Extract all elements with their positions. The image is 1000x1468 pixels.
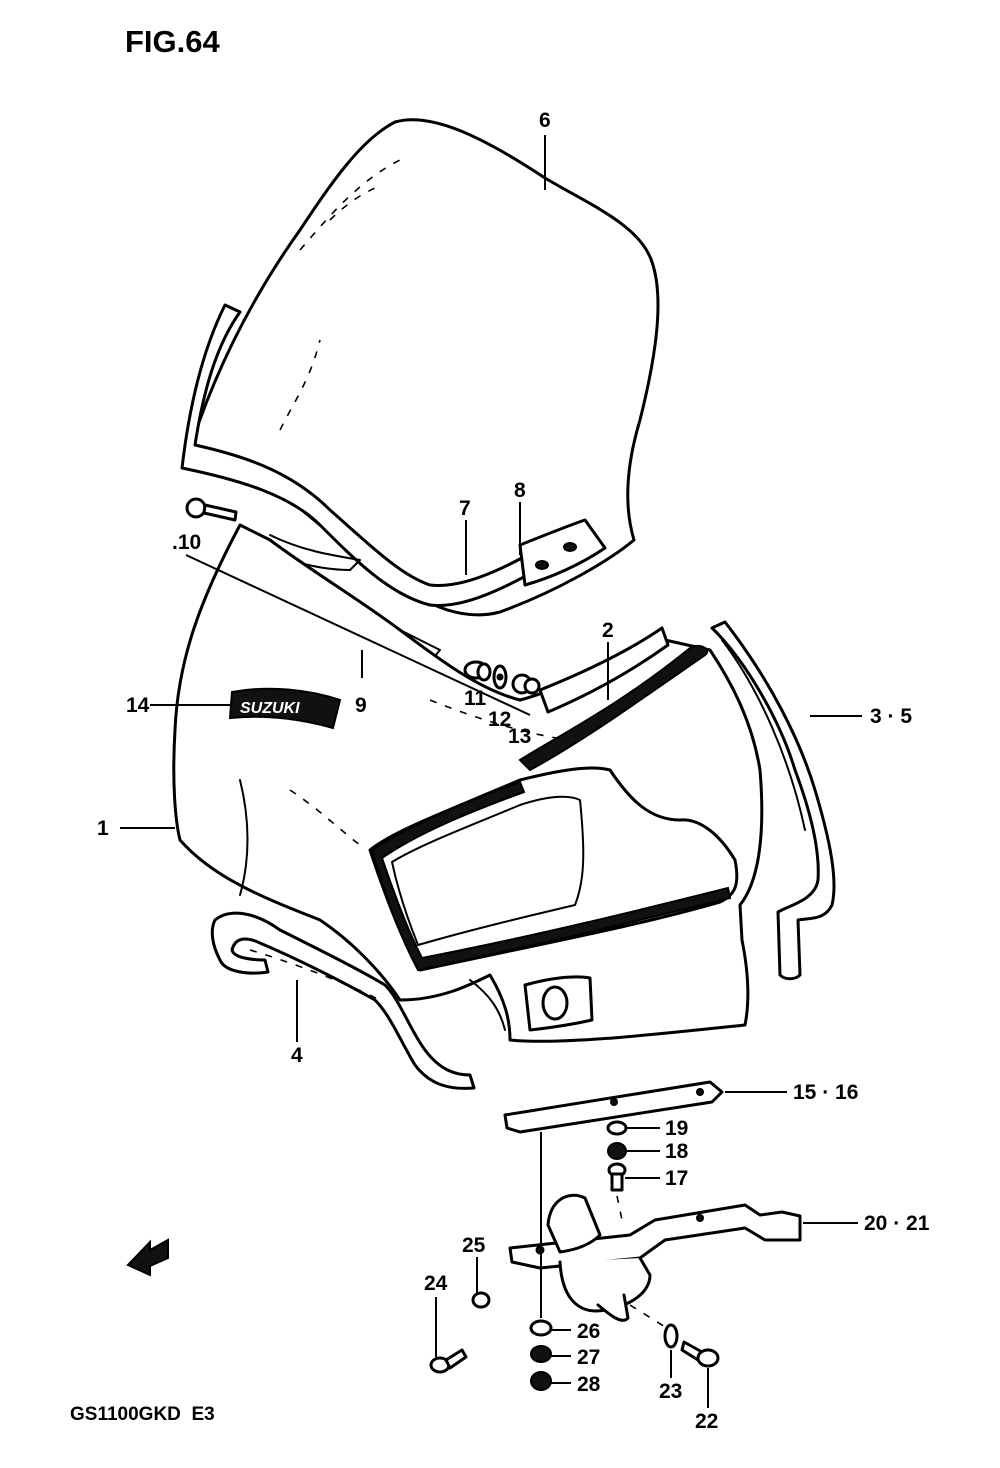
washer-26	[529, 1319, 553, 1337]
bolt-22	[680, 1340, 720, 1368]
callout-27: 27	[577, 1346, 600, 1369]
callout-14: 14	[126, 694, 150, 717]
fairing-stay	[508, 1193, 802, 1322]
bolt-24	[429, 1348, 468, 1374]
washer-12	[492, 664, 508, 690]
figure-title: FIG.64	[125, 24, 221, 59]
cushion-27	[530, 1345, 552, 1363]
callout-26: 26	[577, 1320, 600, 1343]
callout-6: 6	[539, 109, 551, 132]
upper-trim-strip	[518, 626, 709, 772]
callout-17: 17	[665, 1167, 688, 1190]
callout-25: 25	[462, 1234, 486, 1257]
cushion-18	[607, 1142, 627, 1160]
callout-20-21: 20 · 21	[864, 1212, 930, 1235]
callout-1: 1	[97, 817, 109, 840]
callout-18: 18	[665, 1140, 689, 1163]
callout-23: 23	[659, 1380, 682, 1403]
callout-8: 8	[514, 479, 526, 502]
side-edge-trim	[710, 620, 836, 981]
headlight-seal	[370, 780, 732, 972]
callout-3-5: 3 · 5	[870, 705, 912, 728]
bolt-17	[607, 1162, 627, 1192]
callout-4: 4	[291, 1044, 303, 1067]
screen-edge-trim	[180, 303, 607, 608]
callout-13: 13	[508, 725, 531, 748]
washer-19	[606, 1120, 628, 1136]
fairing-body	[172, 523, 764, 1043]
callout-19: 19	[665, 1117, 688, 1140]
front-direction-arrow-icon	[126, 1238, 169, 1277]
washer-23	[663, 1323, 679, 1349]
callout-12: 12	[488, 708, 511, 731]
callout-7: 7	[459, 497, 471, 520]
callout-22: 22	[695, 1410, 718, 1433]
callout-11: 11	[464, 687, 487, 710]
model-code: GS1100GKD E3	[70, 1404, 215, 1425]
nut-25	[471, 1291, 491, 1309]
mount-plate	[503, 1080, 724, 1134]
grommet-11	[463, 660, 492, 682]
callout-labels: 6 7 8 .10 2 3 · 5 14 9 11 12 13 1 4 15 ·…	[97, 109, 930, 1433]
lower-brace	[210, 911, 476, 1090]
callout-15-16: 15 · 16	[793, 1081, 858, 1104]
emblem-lettering: SUZUKI	[240, 700, 300, 717]
leader-lines	[120, 135, 862, 1408]
callout-24: 24	[424, 1272, 448, 1295]
callout-10: .10	[172, 531, 201, 554]
suzuki-emblem: SUZUKI	[228, 687, 342, 730]
callout-28: 28	[577, 1373, 601, 1396]
nut-28	[530, 1371, 552, 1391]
callout-2: 2	[602, 619, 614, 642]
screw-10	[185, 497, 238, 522]
callout-9: 9	[355, 694, 367, 717]
nut-13	[511, 673, 541, 695]
